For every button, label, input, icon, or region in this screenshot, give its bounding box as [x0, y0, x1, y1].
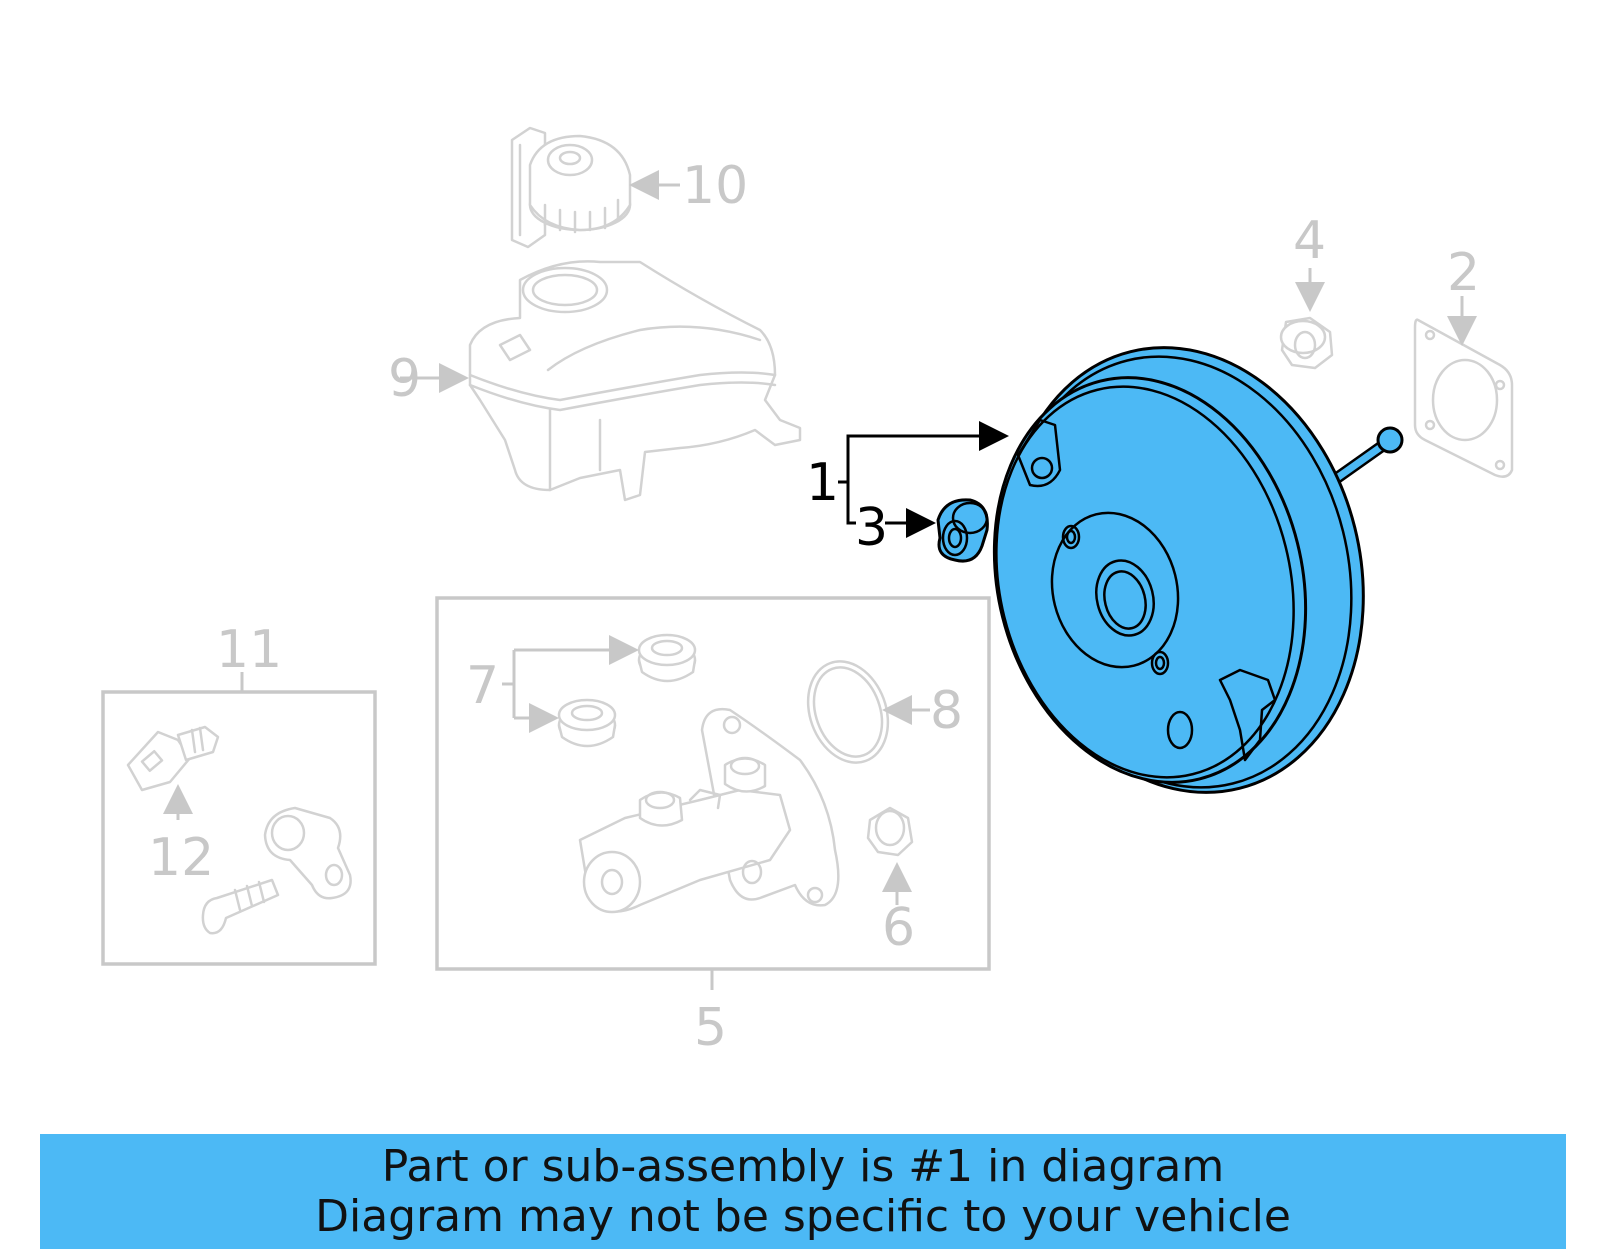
nut-part-6 — [866, 806, 914, 857]
seal-part-7a — [637, 633, 697, 683]
callout-2: 2 — [1447, 243, 1480, 303]
brake-booster-part — [992, 346, 1404, 794]
seal-part-7b — [557, 698, 617, 748]
callout-5: 5 — [694, 998, 727, 1058]
master-cylinder-part — [578, 707, 840, 914]
reservoir-cap-part — [510, 126, 632, 249]
callout-12: 12 — [148, 828, 214, 888]
banner-line-1: Part or sub-assembly is #1 in diagram — [381, 1141, 1225, 1192]
o-ring-part-8 — [806, 660, 890, 764]
grommet-part-3 — [936, 498, 989, 563]
banner-line-2: Diagram may not be specific to your vehi… — [315, 1191, 1291, 1242]
fluid-reservoir-part — [468, 260, 802, 502]
callout-9: 9 — [388, 349, 421, 409]
callout-4: 4 — [1293, 211, 1326, 271]
callout-1: 1 — [806, 453, 839, 513]
callout-8: 8 — [930, 681, 963, 741]
bolt-part — [201, 878, 280, 935]
gasket-part-2 — [1413, 318, 1514, 478]
info-banner: Part or sub-assembly is #1 in diagram Di… — [40, 1134, 1566, 1249]
callout-11: 11 — [216, 620, 282, 680]
callout-10: 10 — [682, 156, 748, 216]
nut-part-4 — [1279, 316, 1334, 370]
callout-7: 7 — [466, 656, 499, 716]
sensor-kit-box — [101, 690, 377, 966]
sensor-part-12 — [126, 725, 220, 792]
callout-3: 3 — [855, 498, 888, 558]
bracket-part — [263, 806, 352, 900]
callout-6: 6 — [882, 898, 915, 958]
